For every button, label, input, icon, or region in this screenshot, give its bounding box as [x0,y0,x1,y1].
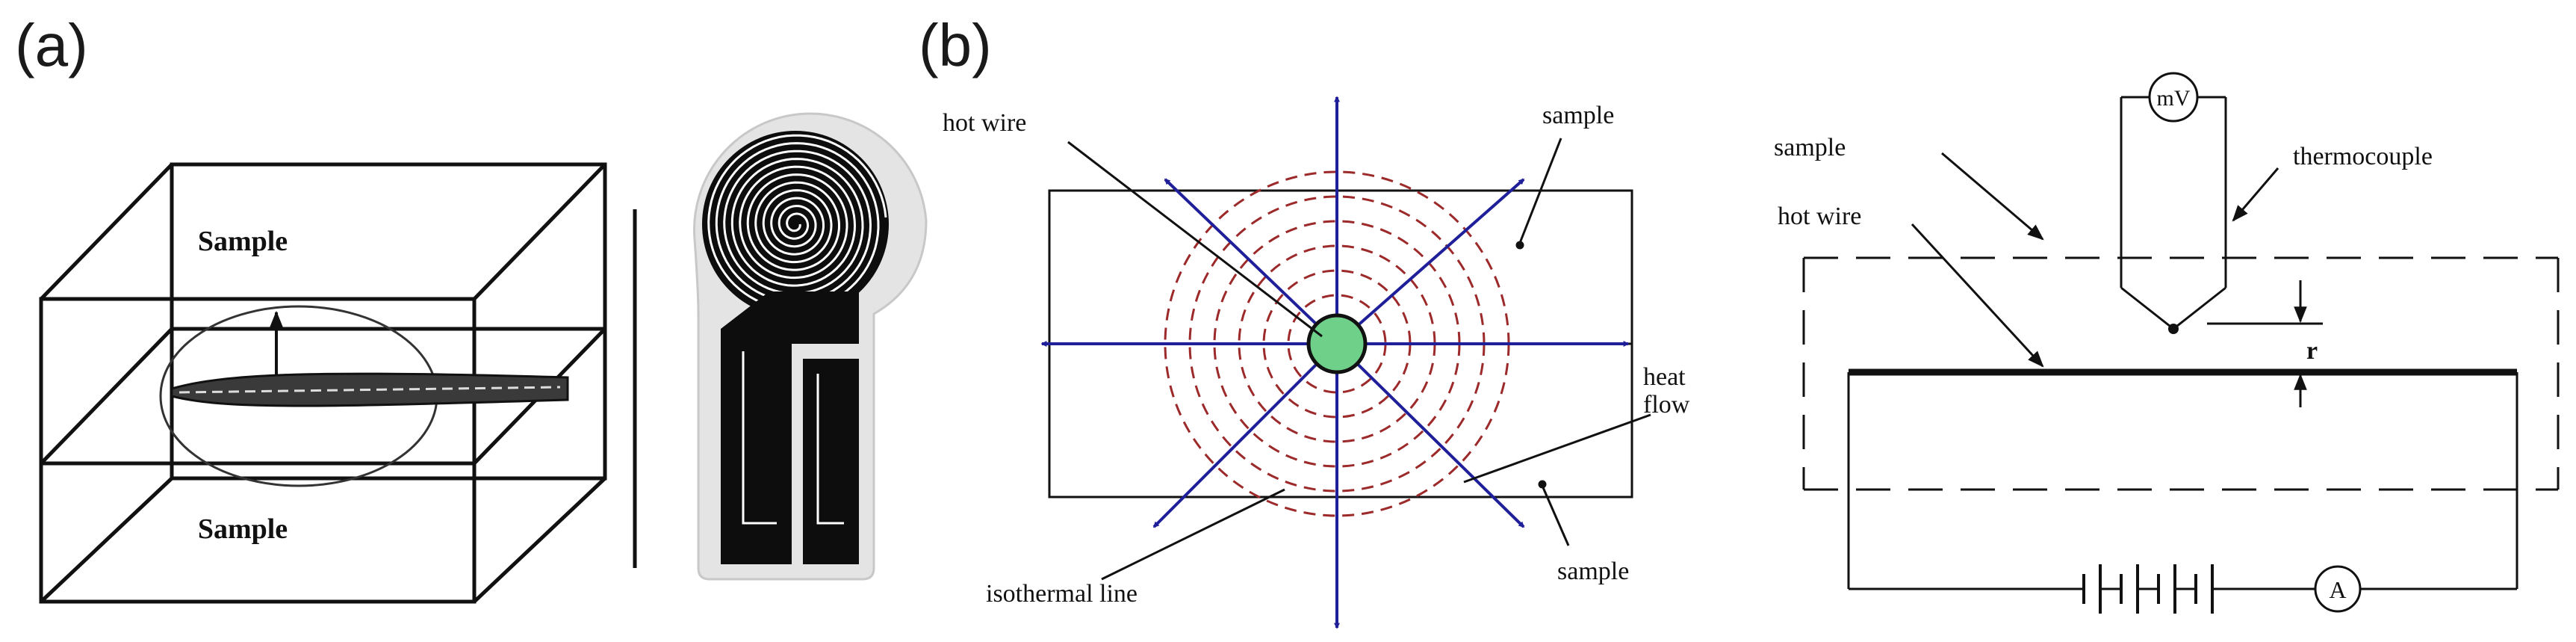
heat-flow-arrows [1040,96,1630,629]
panel-a-label: (a) [15,12,88,78]
heat-label: heat [1643,363,1686,391]
distance-marker [2207,280,2323,407]
millivolt-meter-icon [2148,72,2199,123]
circuit-wiring [1847,372,2518,590]
leader-lines [1067,138,1651,581]
panel-b: (b) hot wire sample heat flo [919,12,1690,629]
sample-label-c: sample [1774,134,1846,161]
millivolt-meter-label: mV [2157,86,2191,111]
hot-disk-sensor [693,112,928,581]
isothermal-line-label: isothermal line [986,580,1138,608]
panel-c: A mV r sample thermocouple hot wire [1774,72,2560,614]
sample-label-lower: sample [1557,558,1629,585]
thermocouple-label: thermocouple [2293,143,2433,170]
dashed-sample-outline [1802,256,2560,491]
panel-c-leaders [1911,152,2279,368]
hot-wire-core [1306,313,1368,374]
distance-r-label: r [2306,337,2318,365]
sample-label-top: Sample [198,226,288,257]
flow-label: flow [1643,391,1690,419]
sample-label-bottom: Sample [198,513,288,545]
sensor-spiral [707,134,887,311]
panel-b-label: (b) [919,12,992,78]
ammeter-icon [2314,565,2362,613]
thermocouple [2120,96,2227,330]
hot-wire-label: hot wire [943,109,1026,137]
ammeter-label: A [2329,576,2346,603]
thermocouple-junction [2168,324,2179,334]
hot-wire-label-c: hot wire [1778,203,1861,230]
panel-a: (a) Sample Sample [15,12,928,604]
battery-icon [2082,564,2237,614]
sample-label-upper: sample [1542,102,1614,129]
sensor-ellipse [159,305,569,487]
